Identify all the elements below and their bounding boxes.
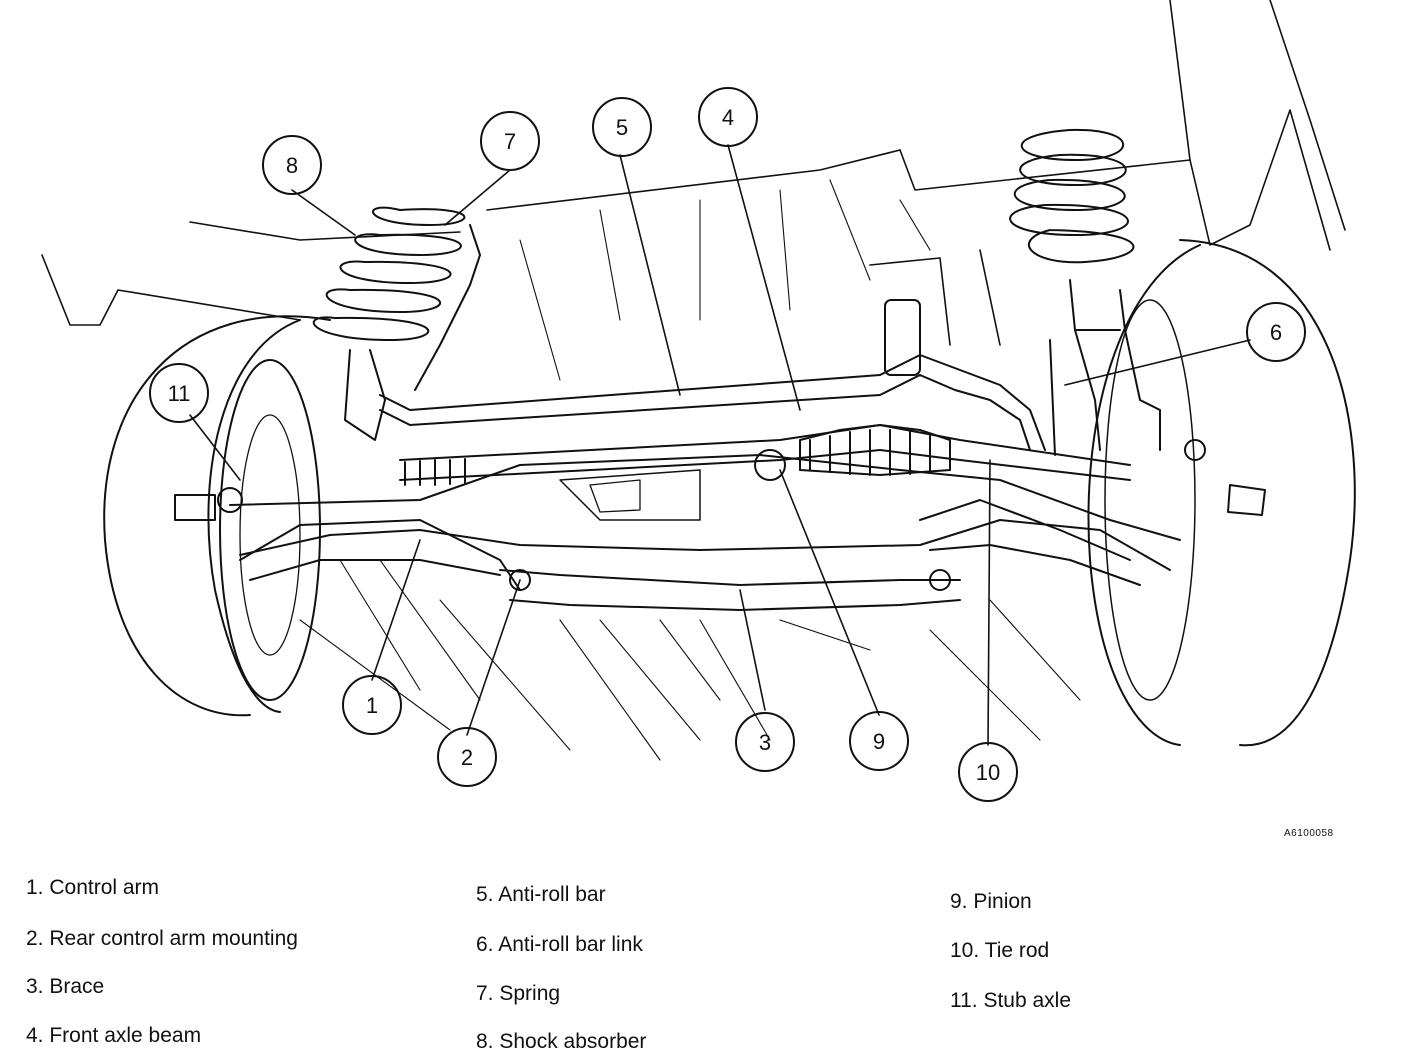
legend-item-3: 3. Brace — [26, 975, 105, 998]
callout-8: 8 — [286, 153, 298, 178]
left-wheel — [103, 315, 331, 717]
legend-item-11: 11. Stub axle — [950, 989, 1072, 1012]
callout-circles — [149, 87, 1306, 802]
body-outline — [41, 0, 1346, 346]
stub-axles — [174, 439, 1266, 521]
legend-item-7: 7. Spring — [476, 982, 561, 1005]
anti-roll-bar — [379, 299, 1056, 456]
left-spring — [312, 206, 481, 441]
front-axle-beam — [229, 454, 1181, 571]
control-arms — [239, 499, 1141, 591]
ground-hatching — [299, 179, 1081, 761]
callout-11: 11 — [168, 381, 191, 406]
callout-2: 2 — [461, 745, 473, 770]
legend-item-2: 2. Rear control arm mounting — [26, 927, 298, 950]
legend-item-9: 9. Pinion — [950, 890, 1032, 913]
legend-item-4: 4. Front axle beam — [26, 1024, 202, 1047]
callout-10: 10 — [976, 760, 1000, 785]
callout-7: 7 — [504, 129, 516, 154]
brace — [499, 569, 961, 611]
right-wheel — [1087, 239, 1356, 747]
callout-1: 1 — [366, 693, 378, 718]
front-suspension-diagram: 1 2 3 4 5 6 7 8 9 10 11 — [41, 0, 1356, 802]
legend-item-8: 8. Shock absorber — [476, 1030, 647, 1053]
right-spring — [1009, 128, 1161, 451]
callout-4: 4 — [722, 105, 734, 130]
callout-9: 9 — [873, 729, 885, 754]
steering-rack — [399, 424, 1131, 486]
legend-item-1: 1. Control arm — [26, 876, 160, 899]
legend-item-10: 10. Tie rod — [950, 939, 1050, 962]
callout-3: 3 — [759, 730, 771, 755]
leader-lines — [189, 144, 1251, 746]
figure-reference-code: A6100058 — [1284, 828, 1334, 839]
legend-item-5: 5. Anti-roll bar — [476, 883, 606, 906]
callout-5: 5 — [616, 115, 628, 140]
legend-item-6: 6. Anti-roll bar link — [476, 933, 643, 956]
callout-6: 6 — [1270, 320, 1282, 345]
